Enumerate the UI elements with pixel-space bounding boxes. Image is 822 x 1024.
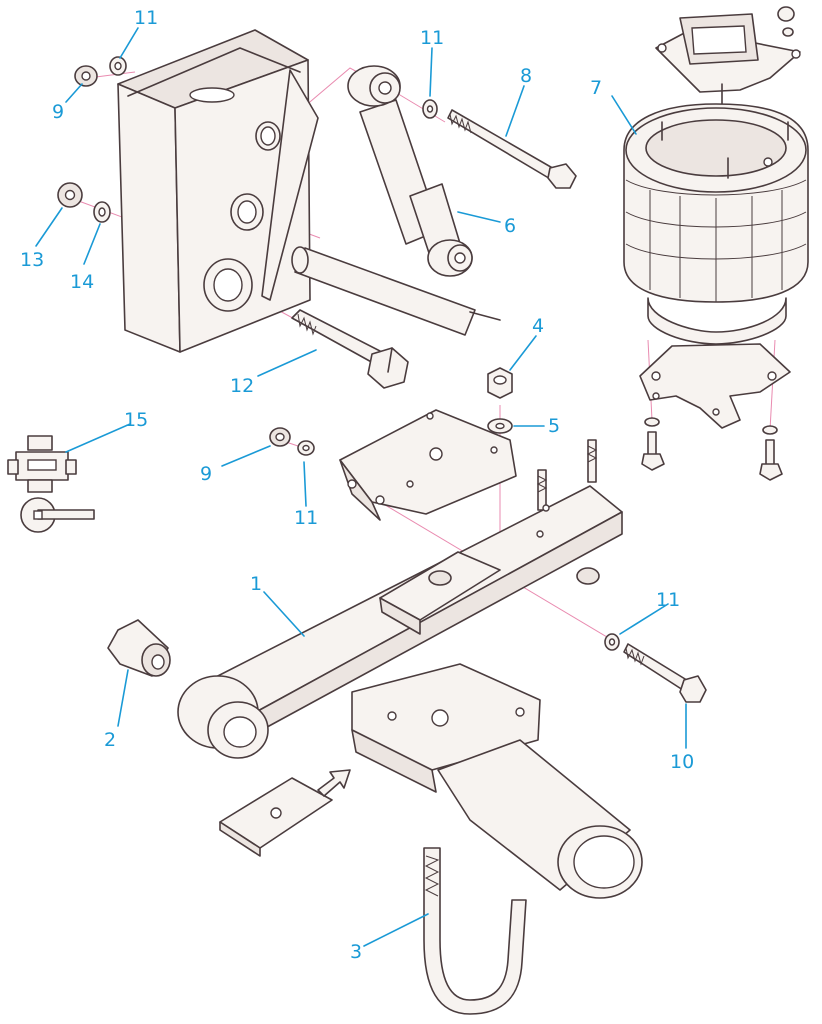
air-spring [623,6,809,481]
u-bolt [423,847,527,1015]
trailing-arm [177,485,623,759]
callout-leaders [35,27,687,947]
callout-labels: 11 9 13 14 11 8 7 6 12 4 5 15 9 11 1 2 3… [20,7,694,963]
callout-11-mid: 11 [294,507,318,529]
callout-6: 6 [504,215,516,237]
callout-2: 2 [104,729,116,751]
callout-9-mid: 9 [200,463,212,485]
leveling-valve [7,435,95,533]
cross-tube [291,246,501,336]
callout-5: 5 [548,415,560,437]
callout-15: 15 [124,409,148,431]
callout-9-top: 9 [52,101,64,123]
hex-nut-left [57,182,111,223]
nut-and-washer-center [487,367,513,434]
axle-seat [351,663,541,793]
callout-10: 10 [670,751,694,773]
callout-11-top: 11 [134,7,158,29]
callout-8: 8 [520,65,532,87]
hanger-bracket [117,29,319,353]
studs [536,439,600,585]
pivot-bolt [604,633,707,703]
callout-12: 12 [230,375,254,397]
callout-1: 1 [250,573,262,595]
hex-nut-top-left [74,56,127,87]
callout-11-shock: 11 [420,27,444,49]
shim-plate [219,769,351,857]
hex-nut-mid [269,427,315,456]
spring-seat-bracket [339,409,517,521]
callout-11-bottom: 11 [656,589,680,611]
callout-3: 3 [350,941,362,963]
callout-13: 13 [20,249,44,271]
axle-tube [437,739,643,899]
callout-7: 7 [590,77,602,99]
hanger-bolt [291,309,409,389]
callout-4: 4 [532,315,544,337]
bushing [107,619,171,677]
shock-absorber [347,65,473,277]
shock-bolt [422,99,577,189]
callout-14: 14 [70,271,94,293]
